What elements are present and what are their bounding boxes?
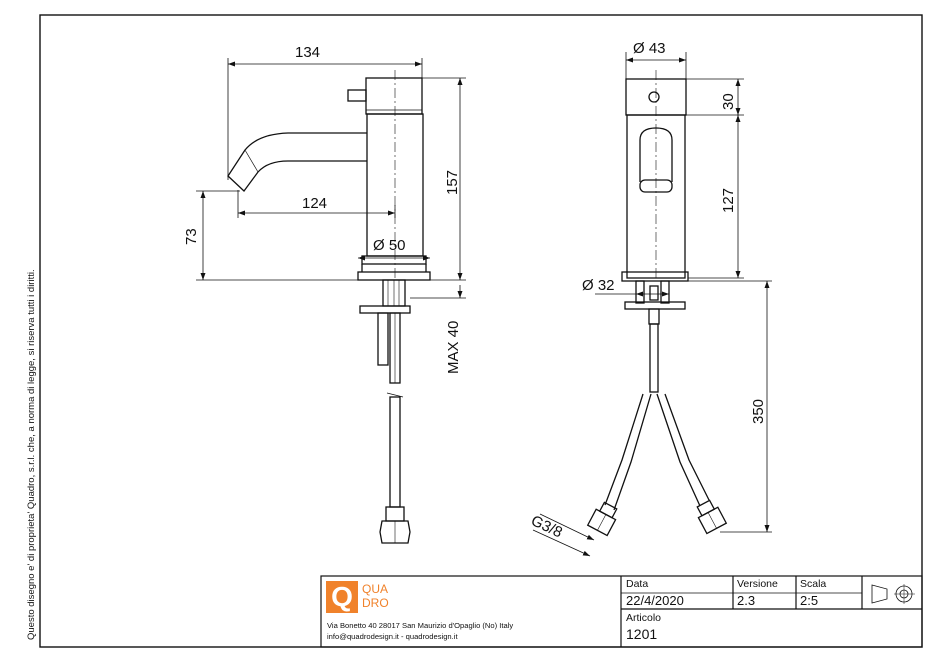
dim-spout-height: 73 [183,228,200,245]
dim-hose-length: 350 [750,399,767,424]
dim-handle-height: 30 [720,93,737,110]
article-value: 1201 [626,626,658,642]
side-view [227,70,431,544]
dim-shank-diameter: Ø 32 [582,277,615,294]
dim-base-diameter: Ø 50 [373,237,406,254]
date-value: 22/4/2020 [626,593,684,608]
dim-spout-reach: 124 [302,195,327,212]
quadro-logo [326,581,358,613]
dim-max-deck: MAX 40 [445,321,462,374]
dim-thread: G3/8 [528,512,565,541]
logo-letter: Q [331,581,353,612]
version-label: Versione [737,578,778,590]
company-address: Via Bonetto 40 28017 San Maurizio d'Opag… [327,621,514,630]
dim-total-height: 157 [444,170,461,195]
company-contacts: info@quadrodesign.it - quadrodesign.it [327,632,458,641]
date-label: Data [626,578,649,590]
title-block [320,575,923,648]
version-value: 2.3 [737,593,756,608]
logo-text-line2: DRO [362,596,389,610]
scale-value: 2:5 [800,593,819,608]
projection-symbol-icon [871,584,915,604]
article-label: Articolo [626,612,662,624]
scale-label: Scala [800,578,827,590]
drawing-frame [39,14,923,648]
dim-body-diameter: Ø 43 [633,40,666,57]
front-view [586,70,728,537]
front-view-dimensions [532,52,772,557]
logo-text-line1: QUA [362,582,389,596]
side-view-dimensions [196,58,466,299]
dim-body-height: 127 [720,188,737,213]
dim-overall-length: 134 [295,44,320,61]
